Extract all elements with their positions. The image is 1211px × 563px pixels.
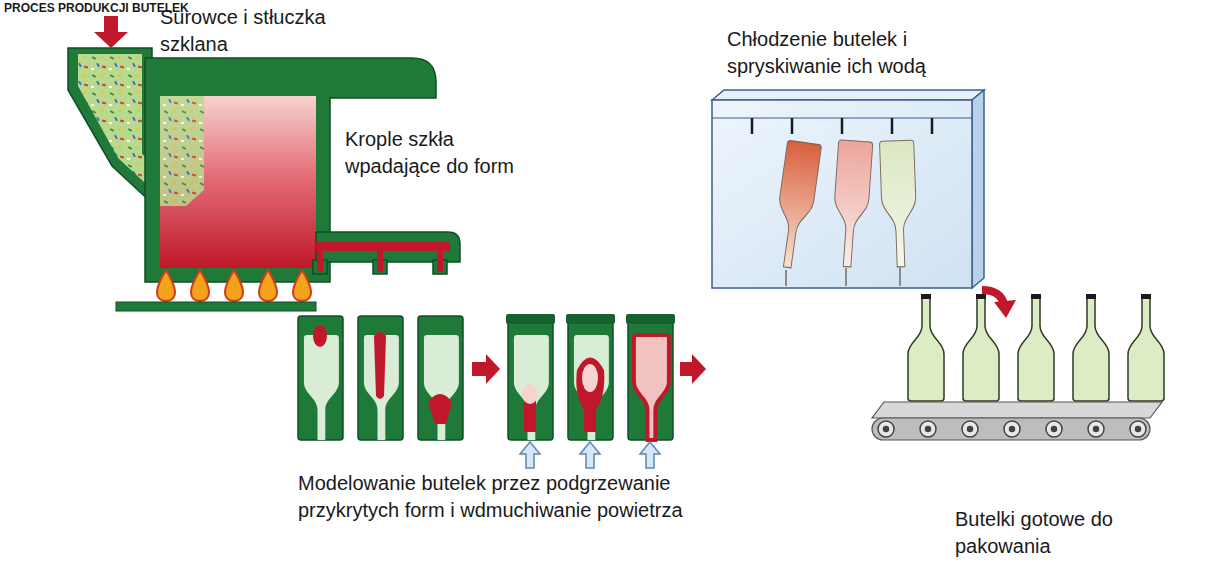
roller-hub [926,427,931,432]
glass-stream [316,242,450,251]
roller [1088,421,1104,437]
cooling-bottles [770,140,918,270]
roller-hub [1136,427,1141,432]
roller [1046,421,1062,437]
roller [920,421,936,437]
output-label: Butelki gotowe do pakowania [955,506,1205,560]
conveyor [872,402,1162,440]
air-arrows [520,442,660,468]
roller [962,421,978,437]
burner-flames [157,270,311,301]
glass-drops [317,250,443,272]
cooling-chamber [712,90,984,288]
roller [878,421,894,437]
stage-label: Chłodzenie butelek i spryskiwanie ich wo… [727,26,959,80]
glass-melt [160,96,316,268]
roller-hub [884,427,889,432]
roller-hub [1010,427,1015,432]
roller-hub [1052,427,1057,432]
roller [1130,421,1146,437]
blank-molds [298,316,463,440]
process-arrow [472,354,500,384]
process-arrow-head [994,300,1016,318]
input-arrow [94,16,128,48]
input-label: Surowce i stłuczka szklana [160,4,328,58]
burner-pipe [116,302,316,311]
stage-label: Modelowanie butelek przez podgrzewanie p… [298,470,744,524]
finished-bottles [908,296,1164,401]
roller-hub [1094,427,1099,432]
process-arrow [680,354,706,384]
roller [1004,421,1020,437]
bottle-holders [786,266,900,286]
bottle-caps [921,294,1151,299]
water-nozzles [752,118,932,134]
roller-hub [968,427,973,432]
batch-falling [160,96,204,206]
blow-molds [506,314,675,440]
stage-label: Krople szkła wpadające do form [345,126,537,180]
